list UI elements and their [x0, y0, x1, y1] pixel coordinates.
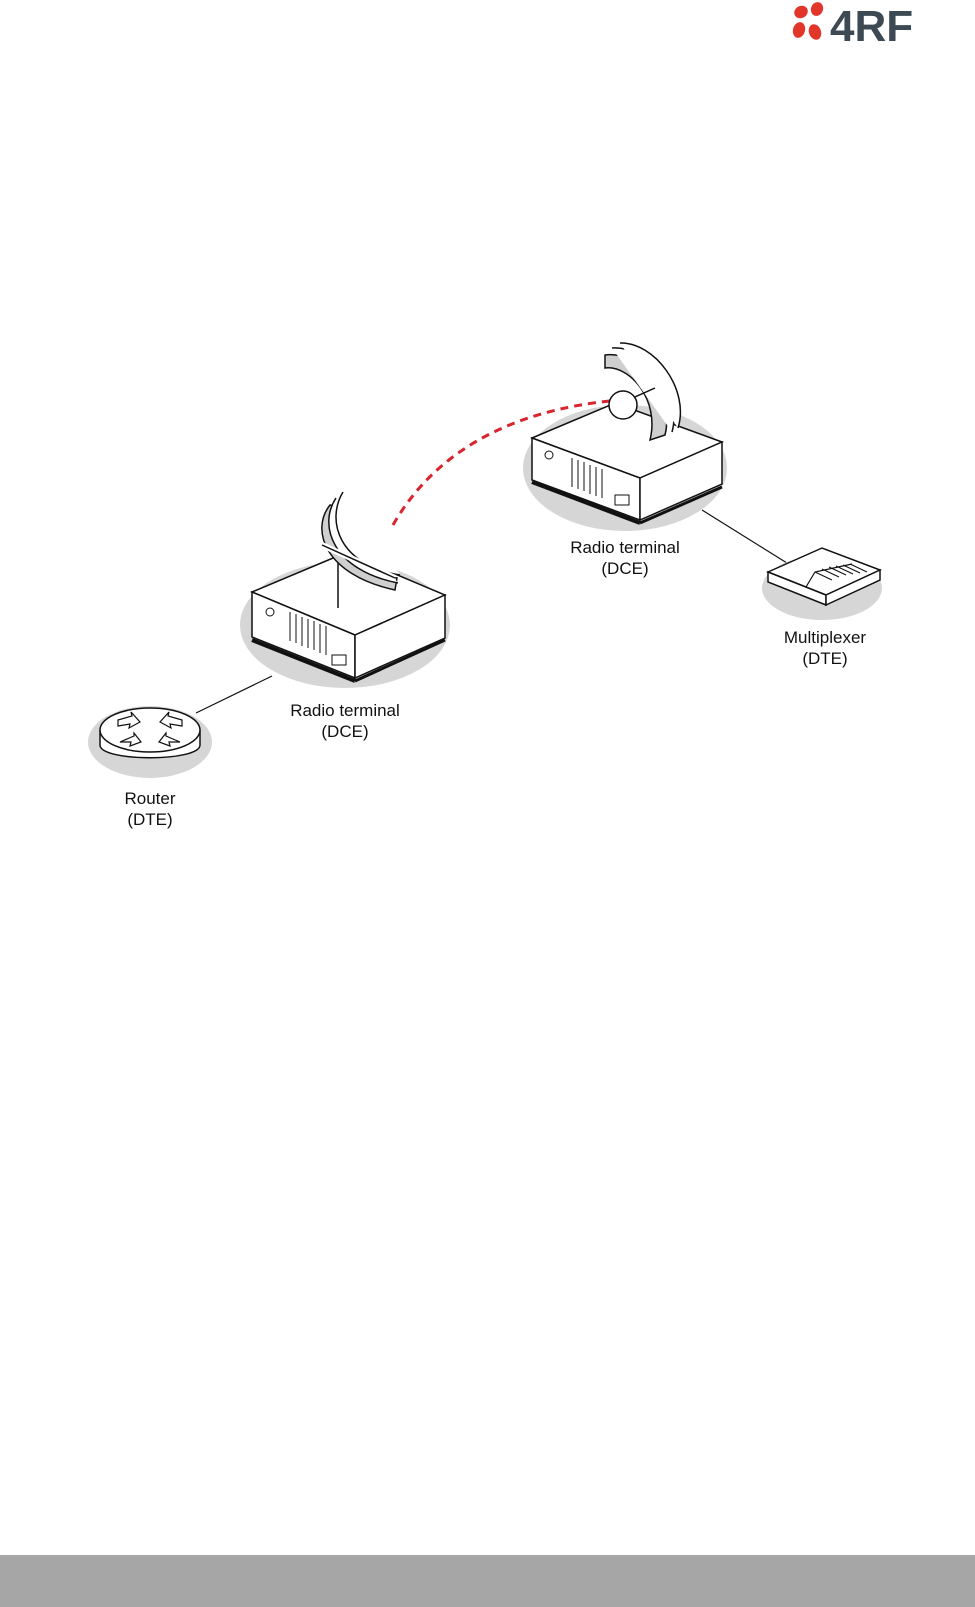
radio-terminal-top-label: Radio terminal (DCE) — [560, 537, 690, 579]
router-name: Router — [100, 788, 200, 809]
radio-terminal-top-icon — [523, 343, 727, 531]
radio-terminal-top-name: Radio terminal — [560, 537, 690, 558]
router-role: (DTE) — [100, 809, 200, 830]
radio-terminal-left-icon — [240, 492, 450, 688]
multiplexer-label: Multiplexer (DTE) — [770, 627, 880, 669]
radio-terminal-left-role: (DCE) — [280, 721, 410, 742]
multiplexer-role: (DTE) — [770, 648, 880, 669]
multiplexer-name: Multiplexer — [770, 627, 880, 648]
router-label: Router (DTE) — [100, 788, 200, 830]
network-diagram — [0, 0, 975, 900]
radio-terminal-left-name: Radio terminal — [280, 700, 410, 721]
multiplexer-connection-line — [702, 510, 787, 563]
footer-bar — [0, 1555, 975, 1607]
router-icon — [88, 706, 212, 778]
radio-terminal-top-role: (DCE) — [560, 558, 690, 579]
radio-terminal-left-label: Radio terminal (DCE) — [280, 700, 410, 742]
router-connection-line — [196, 676, 272, 713]
